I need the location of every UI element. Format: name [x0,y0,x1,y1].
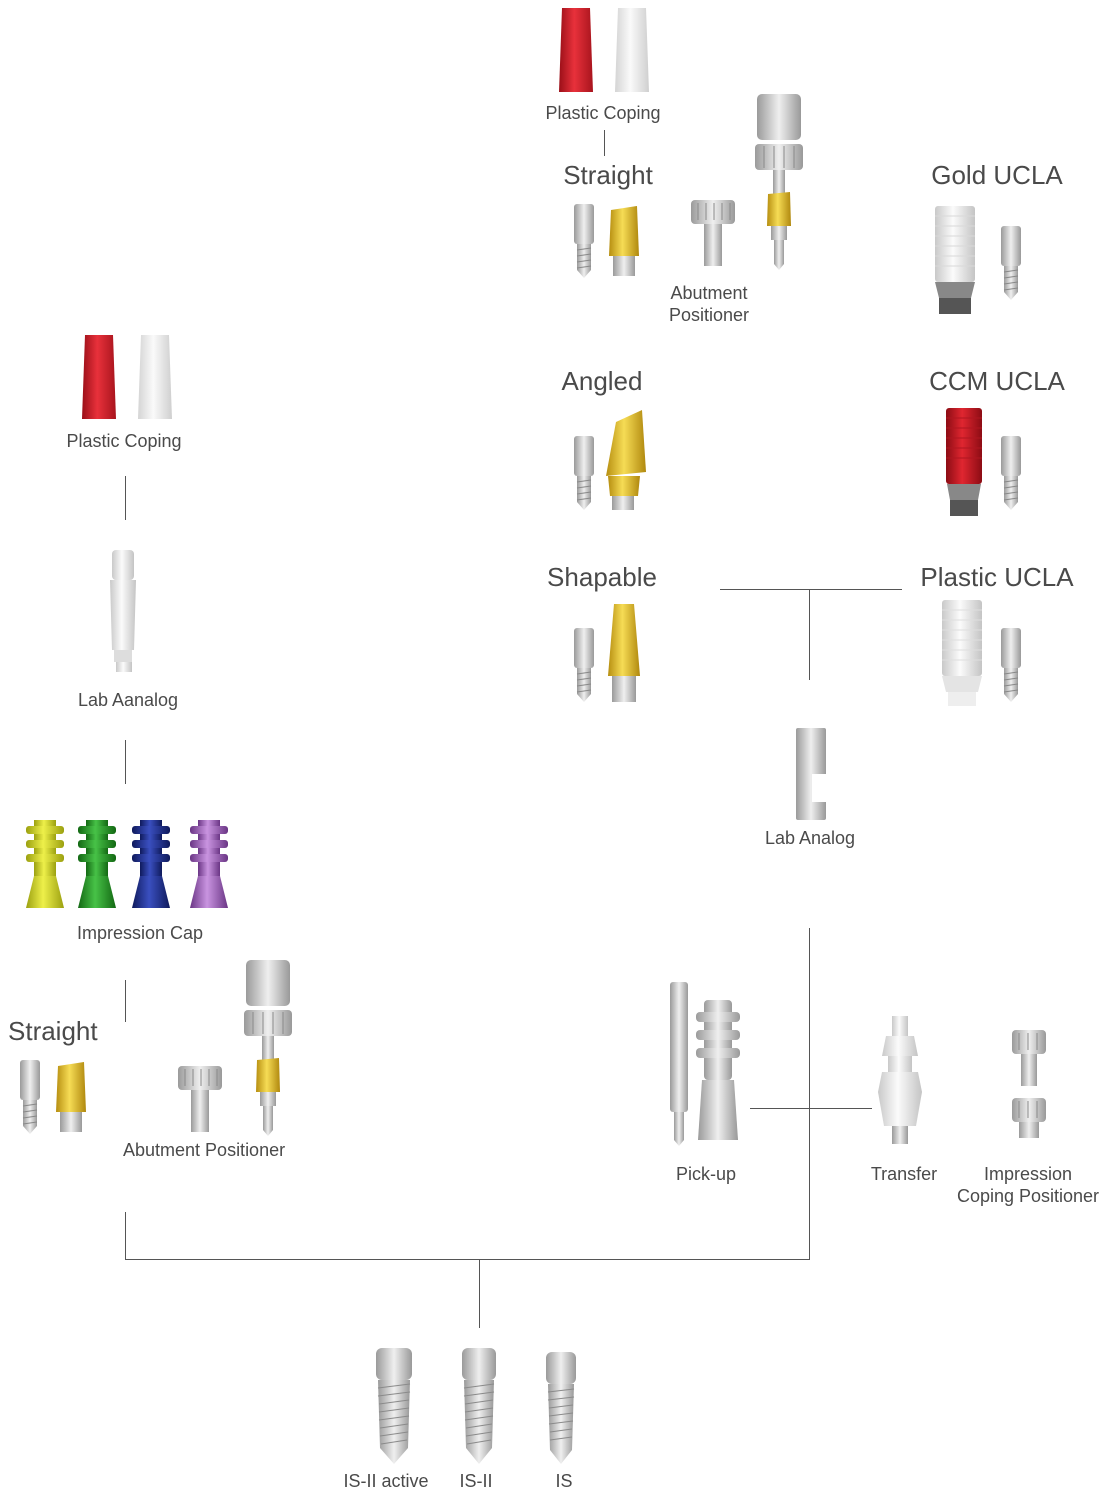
connector-line [125,476,126,520]
left-lab-analog-label: Lab Aanalog [78,689,178,711]
abutment-positioner-label-line2: Positioner [669,304,749,326]
connector-line [125,980,126,1022]
shapable-abutment-image [606,604,642,704]
abutment-positioner-image [690,200,736,266]
shapable-heading: Shapable [547,562,657,593]
connector-line [750,1108,872,1109]
implant-label-is-ii-active: IS-II active [343,1470,428,1492]
angled-heading: Angled [562,366,643,397]
pick-up-label: Pick-up [676,1163,736,1185]
pick-up-pin-image [668,982,690,1146]
left-plastic-coping-label: Plastic Coping [66,430,181,452]
impression-coping-positioner-label-line1: Impression [984,1163,1072,1185]
screw-image [1000,436,1022,510]
connector-line [720,589,902,590]
connector-line [125,1212,126,1260]
abutment-positioner-image [177,1066,223,1132]
ccm-ucla-heading: CCM UCLA [929,366,1065,397]
implant-is-ii-active-image [374,1348,414,1464]
impression-coping-positioner-top-image [1011,1030,1047,1086]
screw-image [1000,226,1022,300]
implant-is-ii-image [460,1348,498,1464]
impression-coping-positioner-label-line2: Coping Positioner [957,1185,1099,1207]
plastic-coping-red-image [558,8,594,92]
abutment-positioner-assembled-image [754,94,804,270]
lab-analog-label: Lab Analog [765,827,855,849]
straight-abutment-image [54,1062,88,1134]
plastic-ucla-heading: Plastic UCLA [920,562,1073,593]
lab-analog-image [106,550,140,672]
impression-cap-label: Impression Cap [77,922,203,944]
impression-cap-green-image [74,820,120,908]
gold-ucla-image [933,206,977,316]
transfer-label: Transfer [871,1163,937,1185]
impression-cap-blue-image [128,820,174,908]
ccm-ucla-image [945,408,983,518]
connector-line [809,928,810,1260]
implant-label-is-ii: IS-II [459,1470,492,1492]
lab-analog-image [794,728,828,820]
angled-abutment-image [602,410,648,512]
connector-line [809,590,810,680]
screw-image [1000,628,1022,702]
connector-line [125,740,126,784]
plastic-coping-label: Plastic Coping [545,102,660,124]
connector-line [125,1259,810,1260]
impression-coping-positioner-bottom-image [1011,1098,1047,1140]
abutment-positioner-assembled-image [243,960,293,1136]
connector-line [604,130,605,156]
screw-image [573,628,595,702]
impression-cap-purple-image [186,820,232,908]
connector-line [479,1260,480,1328]
transfer-image [876,1016,924,1146]
implant-label-is: IS [555,1470,572,1492]
screw-image [573,204,595,278]
gold-ucla-heading: Gold UCLA [931,160,1063,191]
left-straight-heading: Straight [8,1016,98,1047]
plastic-ucla-image [940,600,984,706]
screw-image [573,436,595,510]
implant-is-image [544,1352,578,1464]
left-abutment-positioner-label: Abutment Positioner [123,1139,285,1161]
plastic-coping-white-image [614,8,650,92]
pick-up-coping-image [694,1000,742,1140]
plastic-coping-red-image [81,335,117,419]
straight-heading: Straight [563,160,653,191]
straight-abutment-image [607,206,641,278]
impression-cap-yellow-image [22,820,68,908]
plastic-coping-white-image [137,335,173,419]
abutment-positioner-label-line1: Abutment [670,282,747,304]
screw-image [19,1060,41,1134]
